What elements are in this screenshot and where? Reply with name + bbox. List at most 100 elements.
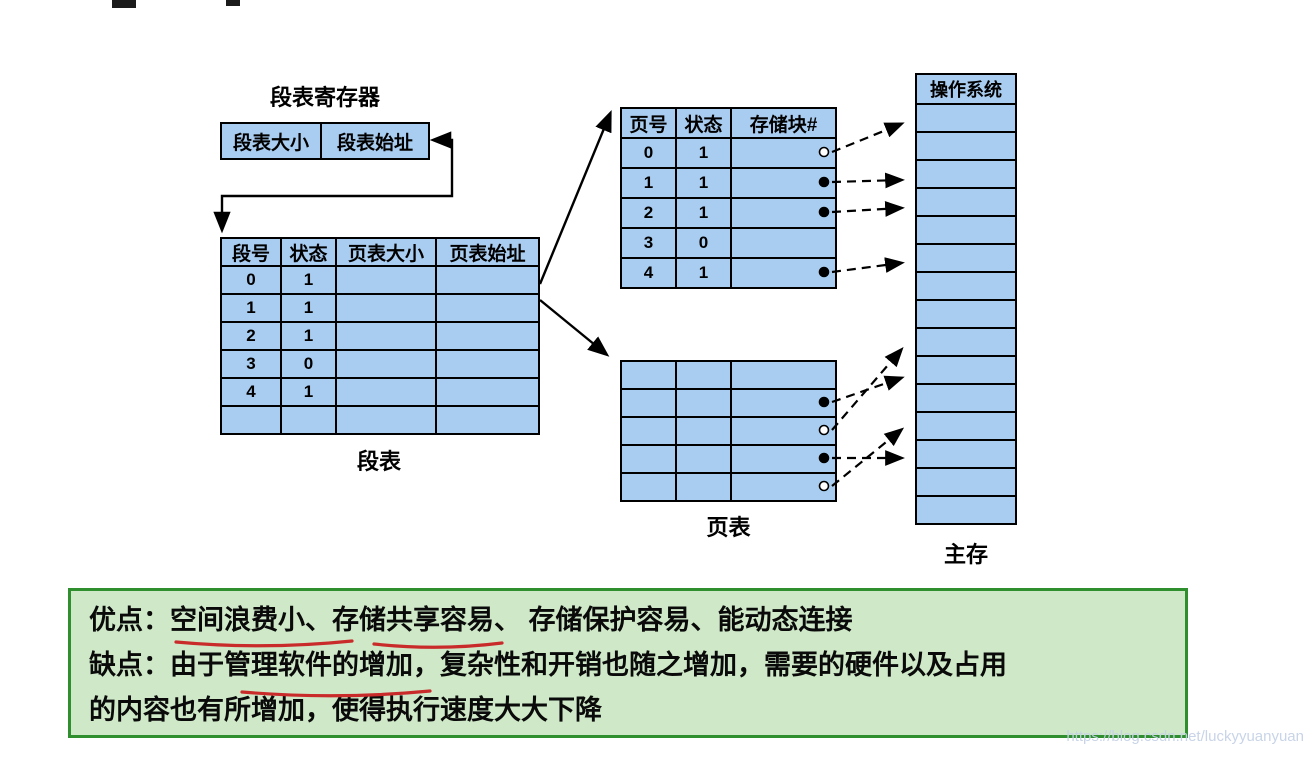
table-cell [337,351,437,379]
table-header-cell: 段表始址 [322,124,430,160]
table-cell [222,407,282,435]
table-cell [437,267,540,295]
table-cell [677,362,732,390]
table-cell [732,229,837,259]
table-header-cell: 页表始址 [437,239,540,267]
table-cell [917,497,1017,525]
table-cell [732,259,837,289]
page-to-memory-arrows [831,122,905,487]
table-row [917,385,1017,413]
table-cell [917,413,1017,441]
table-row [222,407,540,435]
table-cell [732,139,837,169]
table-row [917,133,1017,161]
table-header-cell: 存储块# [732,109,837,139]
table-cell [677,474,732,502]
table-cell: 1 [677,259,732,289]
table-header-row: 操作系统 [917,75,1017,105]
table-cell [337,407,437,435]
table-cell [917,133,1017,161]
table-row [917,245,1017,273]
segment-table-register: 段表大小段表始址 [220,122,430,160]
table-cell: 3 [622,229,677,259]
table-cell [337,295,437,323]
table-row [622,474,837,502]
segment-to-page-table-top-arrow [538,110,612,285]
screen-artifact [226,0,240,6]
table-header-cell: 操作系统 [917,75,1017,105]
table-cell [917,217,1017,245]
advantages-line: 优点：空间浪费小、存储共享容易、 存储保护容易、能动态连接 [89,605,853,635]
table-cell [622,474,677,502]
table-cell: 4 [222,379,282,407]
table-cell [337,379,437,407]
disadvantages-line-2: 的内容也有所增加，使得执行速度大大下降 [89,695,602,725]
table-cell [437,379,540,407]
segment-table-label: 段表 [356,449,401,474]
table-cell [917,357,1017,385]
table-cell [917,105,1017,133]
table-cell: 2 [622,199,677,229]
segment-to-page-table-bottom-arrow [539,299,610,357]
table-cell [677,418,732,446]
table-cell: 0 [677,229,732,259]
table-row [622,390,837,418]
table-cell [437,407,540,435]
table-cell: 1 [222,295,282,323]
table-cell [917,189,1017,217]
table-cell [622,390,677,418]
table-cell [677,446,732,474]
table-cell: 0 [622,139,677,169]
page-table-label: 页表 [706,515,751,540]
table-cell [732,199,837,229]
table-cell [917,301,1017,329]
table-cell: 1 [677,169,732,199]
main-memory-label: 主存 [943,542,988,567]
table-header-row: 页号状态存储块# [622,109,837,139]
table-cell [917,245,1017,273]
table-row [917,161,1017,189]
table-cell: 1 [282,267,337,295]
table-cell [622,418,677,446]
table-row [622,446,837,474]
table-cell [917,469,1017,497]
table-cell: 1 [282,295,337,323]
table-cell [917,385,1017,413]
notes-box: 优点：空间浪费小、存储共享容易、 存储保护容易、能动态连接 缺点：由于管理软件的… [68,588,1188,738]
table-cell [917,161,1017,189]
screen-artifact [112,0,136,8]
table-cell: 1 [282,323,337,351]
table-cell: 2 [222,323,282,351]
table-cell [622,446,677,474]
table-cell [437,323,540,351]
table-row [917,357,1017,385]
table-cell [917,273,1017,301]
table-header-cell: 段表大小 [222,124,322,160]
table-header-cell: 状态 [677,109,732,139]
table-cell [917,441,1017,469]
table-header-cell: 页表大小 [337,239,437,267]
table-cell: 0 [222,267,282,295]
table-header-cell: 段号 [222,239,282,267]
table-row [917,301,1017,329]
watermark-url: https://blog.csdn.net/luckyyuanyuan [1066,728,1304,745]
table-cell [732,446,837,474]
table-row [917,413,1017,441]
table-cell: 1 [282,379,337,407]
table-row [917,189,1017,217]
table-header-row: 段号状态页表大小页表始址 [222,239,540,267]
table-row [622,362,837,390]
table-cell [732,418,837,446]
table-row [917,497,1017,525]
table-row [622,418,837,446]
table-cell: 3 [222,351,282,379]
page-table-bottom [620,360,837,502]
